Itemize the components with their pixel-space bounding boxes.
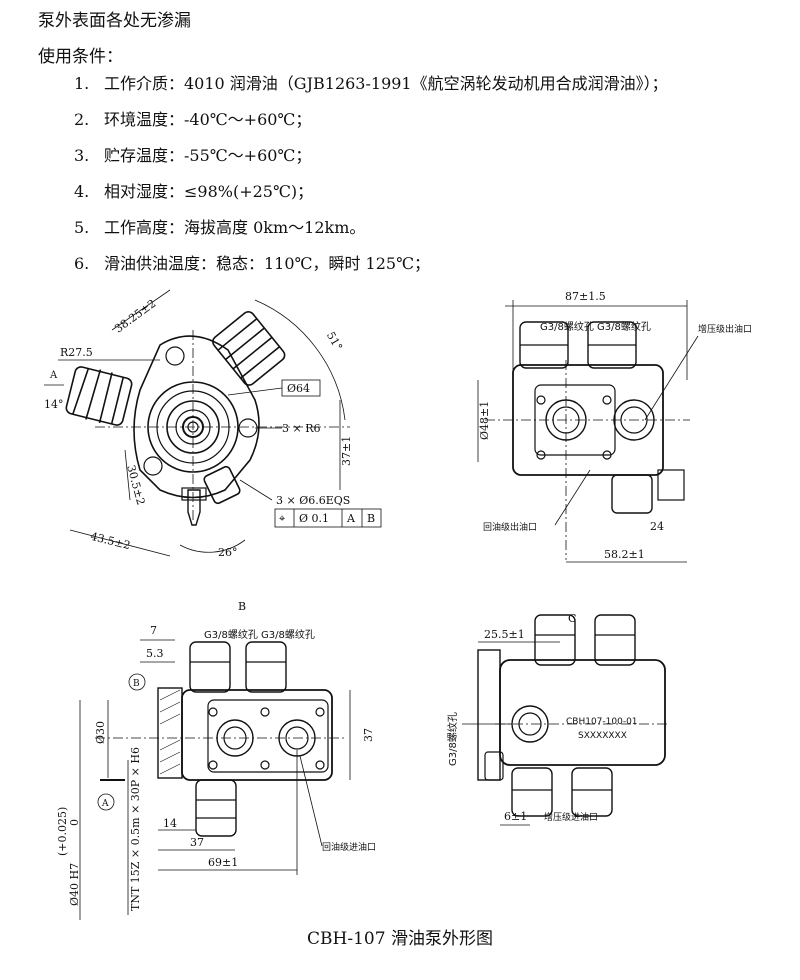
return-in-label: 回油级进油口 <box>322 841 376 853</box>
side-port-label: G3/8螺纹孔 <box>446 712 459 766</box>
front-view: 38.25±2 R27.5 A 14° 51° Ø64 3 × R6 37±1 … <box>44 289 382 559</box>
label-a: A <box>49 370 58 381</box>
bottom-port-label: G3/8螺纹孔 G3/8螺纹孔 <box>204 628 315 641</box>
frame-b: B <box>367 512 375 525</box>
boost-out-label: 增压级出油口 <box>698 323 752 335</box>
right-view: 87±1.5 G3/8螺纹孔 G3/8螺纹孔 增压级出油口 Ø48±1 回油级出… <box>477 290 752 563</box>
label-c: C <box>568 612 576 625</box>
side-view: C 25.5±1 CBH107-100-01 SXXXXXXX G3/8螺纹孔 … <box>446 612 670 826</box>
dim-43: 43.5±2 <box>89 530 132 552</box>
serial-label: SXXXXXXX <box>578 731 627 741</box>
dim-6: 6±1 <box>504 810 527 823</box>
model-label: CBH107-100-01 <box>566 717 638 727</box>
holes-spec: 3 × Ø6.6EQS <box>276 494 350 507</box>
dim-3r6: 3 × R6 <box>282 422 321 435</box>
condition-item: 1.工作介质：4010 润滑油（GJB1263-1991《航空涡轮发动机用合成润… <box>74 74 668 93</box>
dim-d48: Ø48±1 <box>478 401 491 440</box>
dim-30: 30.5±2 <box>124 464 147 507</box>
conditions-title: 使用条件： <box>38 47 123 67</box>
dim-69: 69±1 <box>208 856 238 869</box>
frame-symbol: ⌖ <box>279 512 285 525</box>
dim-r27: R27.5 <box>60 346 93 359</box>
tol-upper: (+0.025) <box>56 807 69 856</box>
dim-7: 7 <box>150 624 157 637</box>
intro-line: 泵外表面各处无渗漏 <box>38 11 191 31</box>
dim-14: 14 <box>163 817 177 830</box>
condition-item: 4.相对湿度：≤98%(+25℃)； <box>74 182 314 201</box>
angle-26: 26° <box>218 546 238 559</box>
dim-37: 37±1 <box>340 436 353 466</box>
figure-caption: CBH-107 滑油泵外形图 <box>307 929 493 949</box>
boost-in-label: 增压级进油口 <box>544 811 598 823</box>
circle-a: A <box>101 799 109 809</box>
dim-87: 87±1.5 <box>565 290 606 303</box>
dim-53: 5.3 <box>146 647 164 660</box>
label-b: B <box>238 600 246 613</box>
dim-d64: Ø64 <box>287 382 310 395</box>
angle-14: 14° <box>44 398 64 411</box>
dim-24: 24 <box>650 520 664 533</box>
dim-d30: Ø30 <box>94 721 107 744</box>
condition-item: 6.滑油供油温度：稳态：110℃，瞬时 125℃； <box>74 254 430 273</box>
dim-37: 37 <box>362 728 375 742</box>
dim-38: 38.25±2 <box>112 297 158 336</box>
spline-spec: TNT 15Z × 0.5m × 30P × H6 <box>129 747 142 911</box>
bottom-view: B 7 5.3 G3/8螺纹孔 G3/8螺纹孔 B <box>56 600 376 920</box>
fit-spec: Ø40 H7 <box>68 863 81 906</box>
return-out-label: 回油级出油口 <box>483 521 537 533</box>
conditions-list: 1.工作介质：4010 润滑油（GJB1263-1991《航空涡轮发动机用合成润… <box>74 66 668 282</box>
dim-37b: 37 <box>190 836 204 849</box>
condition-item: 2.环境温度：-40℃～+60℃； <box>74 110 312 129</box>
frame-tol: Ø 0.1 <box>299 512 329 525</box>
tol-lower: 0 <box>68 819 81 826</box>
dim-58: 58.2±1 <box>604 548 645 561</box>
condition-item: 3.贮存温度：-55℃～+60℃； <box>74 146 312 165</box>
circle-b: B <box>133 679 140 689</box>
frame-a: A <box>346 512 356 525</box>
dim-25: 25.5±1 <box>484 628 525 641</box>
condition-item: 5.工作高度：海拔高度 0km～12km。 <box>74 218 366 237</box>
angle-51: 51° <box>324 330 345 353</box>
